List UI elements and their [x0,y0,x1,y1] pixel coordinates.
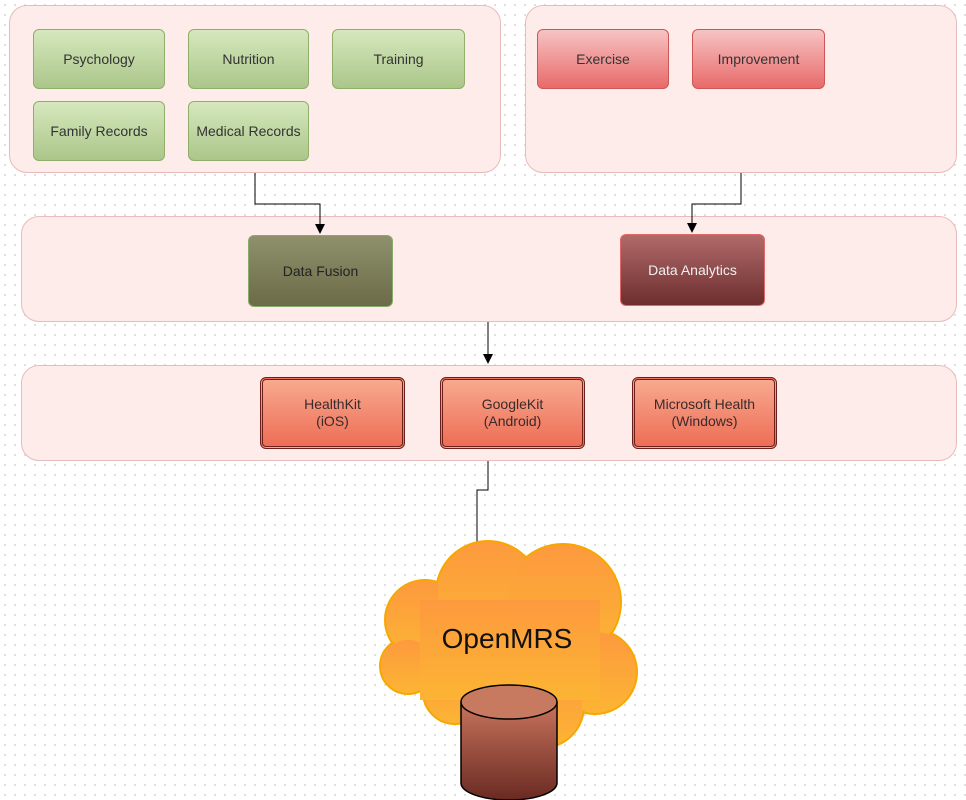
openmrs-label: OpenMRS [441,623,573,654]
microsoft-health-node[interactable]: Microsoft Health (Windows) [632,377,777,449]
healthkit-label: HealthKit [304,396,361,412]
database-icon [460,684,558,800]
exercise-node[interactable]: Exercise [537,29,669,89]
data-fusion-label: Data Fusion [282,262,359,279]
processing-group [21,216,957,322]
connector-platforms-to-cloud [472,461,489,556]
googlekit-sublabel: (Android) [483,413,542,429]
family-records-label: Family Records [50,122,148,139]
healthkit-node[interactable]: HealthKit (iOS) [260,377,405,449]
microsoft-health-sublabel: (Windows) [671,413,738,429]
data-analytics-label: Data Analytics [648,261,737,278]
connector-actions-to-analytics [687,173,742,233]
family-records-node[interactable]: Family Records [33,101,165,161]
medical-records-label: Medical Records [196,122,301,139]
psychology-label: Psychology [63,50,135,67]
data-analytics-node[interactable]: Data Analytics [620,234,765,306]
googlekit-node[interactable]: GoogleKit (Android) [440,377,585,449]
improvement-node[interactable]: Improvement [692,29,825,89]
data-fusion-node[interactable]: Data Fusion [248,235,393,307]
psychology-node[interactable]: Psychology [33,29,165,89]
nutrition-label: Nutrition [222,50,275,67]
cloud-icon [379,540,638,749]
googlekit-label: GoogleKit [481,396,544,412]
healthkit-sublabel: (iOS) [316,413,349,429]
training-label: Training [373,50,424,67]
exercise-label: Exercise [576,50,630,67]
connector-sources-to-fusion [254,173,325,234]
improvement-label: Improvement [717,50,800,67]
microsoft-health-label: Microsoft Health [653,396,756,412]
training-node[interactable]: Training [332,29,465,89]
medical-records-node[interactable]: Medical Records [188,101,309,161]
nutrition-node[interactable]: Nutrition [188,29,309,89]
